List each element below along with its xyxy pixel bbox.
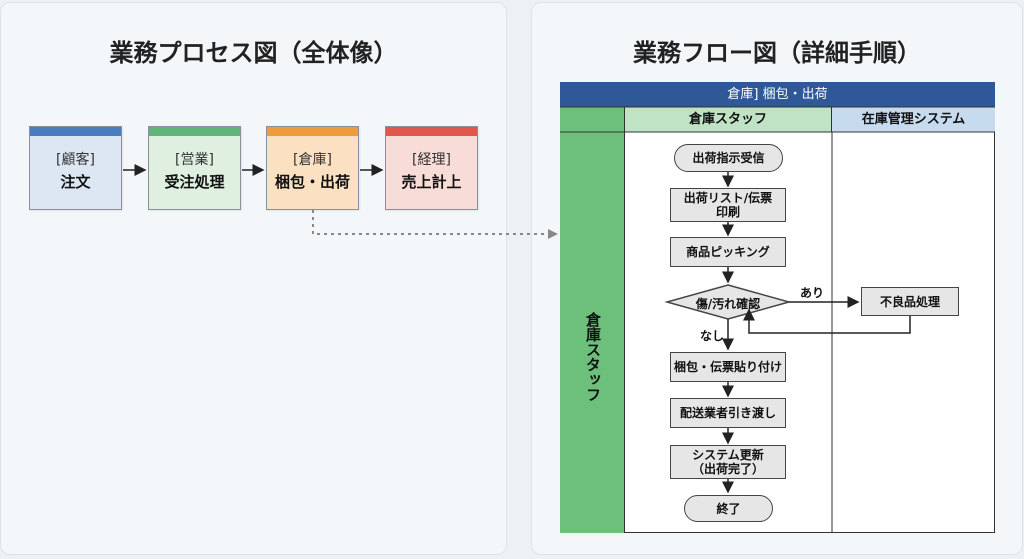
step-start: 出荷指示受信 <box>674 144 783 172</box>
overview-panel: 業務プロセス図（全体像） <box>0 2 507 555</box>
column-header-staff: 倉庫スタッフ <box>625 107 832 132</box>
card-role: [営業] <box>175 152 214 168</box>
edge-label-no: なし <box>700 329 725 343</box>
swimlane-header: 倉庫] 梱包・出荷 <box>560 82 995 107</box>
column-header-system: 在庫管理システム <box>832 107 995 132</box>
detail-title: 業務フロー図（詳細手順） <box>633 39 921 67</box>
step-update: システム更新 （出荷完了） <box>670 445 786 479</box>
card-role: [経理] <box>412 152 451 168</box>
card-task: 注文 <box>60 173 91 191</box>
step-end: 終了 <box>684 495 773 522</box>
zoom-link-head <box>548 229 558 239</box>
zoom-link <box>312 210 556 235</box>
edge-label-yes: あり <box>800 286 825 300</box>
card-color-bar <box>267 127 358 136</box>
card-task: 売上計上 <box>401 173 462 191</box>
step-pack: 梱包・伝票貼り付け <box>670 352 786 382</box>
step-print: 出荷リスト/伝票 印刷 <box>670 188 786 222</box>
step-picking: 商品ピッキング <box>670 237 786 267</box>
process-card-warehouse: [倉庫] 梱包・出荷 <box>266 126 359 210</box>
card-color-bar <box>149 127 240 136</box>
row-label-text: 倉庫スタッフ <box>584 312 602 402</box>
step-defect: 不良品処理 <box>861 287 959 316</box>
overview-title: 業務プロセス図（全体像） <box>109 39 398 67</box>
process-card-sales: [営業] 受注処理 <box>148 126 241 210</box>
process-card-customer: [顧客] 注文 <box>29 126 122 210</box>
step-handover: 配送業者引き渡し <box>670 398 786 428</box>
arrow-return <box>743 308 911 334</box>
card-role: [顧客] <box>56 152 95 168</box>
card-role: [倉庫] <box>293 152 332 168</box>
process-card-accounting: [経理] 売上計上 <box>385 126 478 210</box>
row-label-staff: 倉庫スタッフ <box>560 132 625 533</box>
card-task: 受注処理 <box>164 173 225 191</box>
lane-corner <box>560 107 625 132</box>
card-color-bar <box>386 127 477 136</box>
card-task: 梱包・出荷 <box>274 173 350 191</box>
step-check: 傷/汚れ確認 <box>695 297 761 311</box>
card-color-bar <box>30 127 121 136</box>
